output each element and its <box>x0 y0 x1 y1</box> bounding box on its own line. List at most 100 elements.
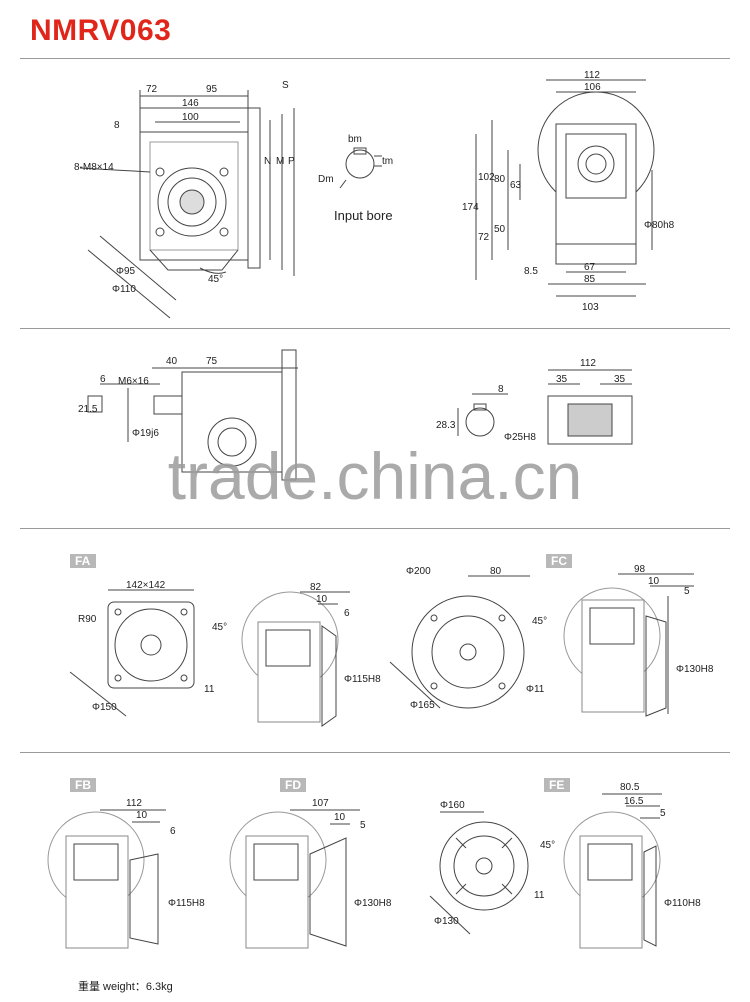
dim-label: 40 <box>166 356 178 367</box>
output-circle <box>157 167 227 237</box>
dim-label: 5 <box>660 808 666 819</box>
dim-label: 35 <box>556 374 568 385</box>
dim-label: 28.3 <box>436 420 456 431</box>
watermark: trade.china.cn <box>167 439 583 513</box>
dim-label: 82 <box>310 582 322 593</box>
flange-tag <box>544 778 570 792</box>
input-bore-label: Input bore <box>334 208 393 223</box>
dim-label: Φ115H8 <box>168 898 205 909</box>
weight-note: 重量 weight：6.3kg <box>78 981 173 993</box>
flange-tag-text: FC <box>551 554 567 568</box>
flange-tag-text: FE <box>549 778 564 792</box>
dim-label: 10 <box>334 812 346 823</box>
dim-label: 5 <box>360 820 366 831</box>
dim-label: 72 <box>478 232 490 243</box>
flange-tag-text: FB <box>75 778 91 792</box>
dim-label: 174 <box>462 202 479 213</box>
dim-label: 100 <box>182 112 199 123</box>
dim-label: 112 <box>584 70 600 81</box>
dim-label: 112 <box>126 798 142 809</box>
input-shaft <box>153 395 183 415</box>
input-bore-circle <box>345 149 375 179</box>
dim-label: P <box>288 156 295 167</box>
dim-label: 8-M8×14 <box>74 162 114 173</box>
dim-label: 102 <box>478 172 495 183</box>
dim-label: 95 <box>206 84 218 95</box>
divider <box>20 58 730 59</box>
dim-label: M6×16 <box>118 376 149 387</box>
fc-round-flange <box>411 595 525 709</box>
dim-label: 11 <box>204 684 215 695</box>
dim-label: 5 <box>684 586 690 597</box>
dim-label: Φ25H8 <box>504 432 536 443</box>
dim-label: S <box>282 80 289 91</box>
page-title: NMRV063 <box>30 14 172 47</box>
fa-square-flange <box>107 601 195 689</box>
dim-label: 11 <box>534 890 545 901</box>
dim-label: Φ95 <box>116 266 136 277</box>
dim-label: M <box>276 156 284 167</box>
dim-label: tm <box>382 156 393 167</box>
dim-label: Φ115H8 <box>344 674 381 685</box>
dim-label: bm <box>348 134 362 145</box>
dim-label: 10 <box>136 810 148 821</box>
dim-label: Φ130H8 <box>354 898 392 909</box>
flange-tag <box>546 554 572 568</box>
dim-label: 35 <box>614 374 626 385</box>
dim-label: Φ130 <box>434 916 459 927</box>
dim-label: 8 <box>114 120 120 131</box>
dim-label: 146 <box>182 98 199 109</box>
dim-label: 72 <box>146 84 158 95</box>
flange-plate <box>247 107 261 269</box>
hollow-shaft-section <box>547 395 633 445</box>
dim-label: 103 <box>582 302 599 313</box>
dim-label: 75 <box>206 356 218 367</box>
dim-label: 85 <box>584 274 596 285</box>
flange-tag <box>70 554 96 568</box>
dim-label: 10 <box>648 576 660 587</box>
fe-round-flange <box>439 821 529 911</box>
dim-label: 8.5 <box>524 266 538 277</box>
section-shaft-views: 40 75 6 M6×16 21.5 Φ19j6 112 35 35 8 28.… <box>78 349 633 481</box>
hollow-bore-circle <box>465 407 495 437</box>
dim-label: 45° <box>532 616 547 627</box>
divider <box>20 528 730 529</box>
dim-label: 107 <box>312 798 329 809</box>
flange-tag <box>280 778 306 792</box>
dim-label: 6 <box>100 374 106 385</box>
dim-label: 6 <box>344 608 350 619</box>
section-flange-fa-fc: FA FC 142×142 R90 45° 11 Φ150 82 <box>69 554 714 727</box>
dim-label: R90 <box>78 614 97 625</box>
dim-label: 6 <box>170 826 176 837</box>
dim-label: 80 <box>490 566 502 577</box>
dim-label: Φ19j6 <box>132 428 159 439</box>
dim-label: Φ11 <box>526 684 545 695</box>
dim-label: Φ160 <box>440 800 465 811</box>
dim-label: Φ110H8 <box>664 898 701 909</box>
dim-label: 16.5 <box>624 796 644 807</box>
dim-label: 112 <box>580 358 596 369</box>
section-main-views: 72 95 146 100 8 8-M8×14 S N M P Φ95 Φ110… <box>74 70 675 319</box>
dim-label: 21.5 <box>78 404 98 415</box>
dim-label: 142×142 <box>126 580 166 591</box>
dim-label: 45° <box>212 622 227 633</box>
dim-label: Dm <box>318 174 334 185</box>
dim-label: 10 <box>316 594 328 605</box>
dim-label: Φ130H8 <box>676 664 714 675</box>
dim-label: Φ110 <box>112 284 136 295</box>
dim-label: 8 <box>498 384 504 395</box>
dim-label: 67 <box>584 262 596 273</box>
divider <box>20 752 730 753</box>
dim-label: 80.5 <box>620 782 640 793</box>
dim-label: 50 <box>494 224 506 235</box>
dim-label: 80 <box>494 174 506 185</box>
section-flange-fb-fd-fe: FB FD FE 112 10 6 Φ115H8 107 10 <box>47 778 701 949</box>
dim-label: Φ200 <box>406 566 431 577</box>
flange-tag-text: FA <box>75 554 91 568</box>
dim-label: 98 <box>634 564 646 575</box>
dim-label: Φ165 <box>410 700 435 711</box>
dim-label: 45° <box>208 274 223 285</box>
dim-label: N <box>264 156 271 167</box>
dim-label: 106 <box>584 82 601 93</box>
divider <box>20 328 730 329</box>
